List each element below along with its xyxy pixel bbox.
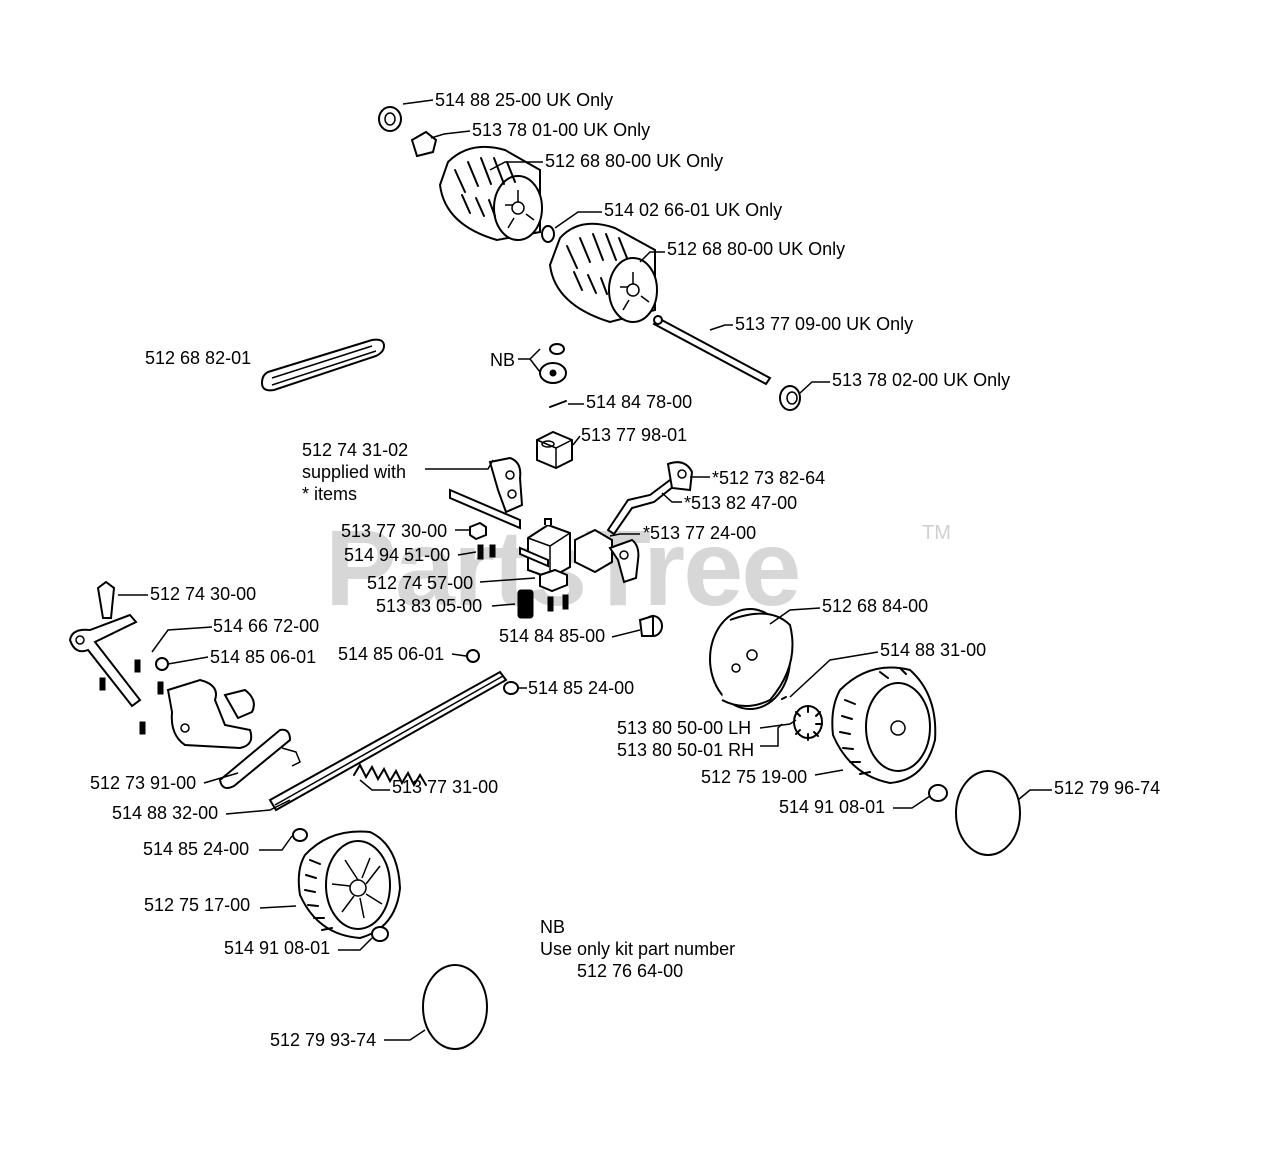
- label-513-82-47-00: *513 82 47-00: [684, 493, 798, 513]
- label-513-83-05-00: 513 83 05-00: [376, 596, 483, 616]
- leader-lines: [118, 99, 1052, 1041]
- drive-belt: [260, 338, 386, 392]
- coil-spring: [353, 762, 427, 788]
- label-514-85-24-00-b: 514 85 24-00: [143, 839, 250, 859]
- label-513-77-31-00: 513 77 31-00: [392, 777, 499, 797]
- label-514-91-08-01-a: 514 91 08-01: [779, 797, 886, 817]
- label-514-94-51-00: 514 94 51-00: [344, 545, 451, 565]
- shift-lever: [606, 461, 694, 536]
- watermark-trademark: TM: [922, 522, 951, 544]
- roller-2: [548, 222, 658, 324]
- label-513-80-50-00-lh: 513 80 50-00 LH: [617, 718, 752, 738]
- right-cover: [709, 608, 794, 710]
- sleeve: [638, 614, 663, 637]
- label-513-78-02-00: 513 78 02-00 UK Only: [832, 370, 1011, 390]
- note-instruction: Use only kit part number: [540, 939, 736, 959]
- washer-top: [378, 106, 402, 132]
- label-512-75-19-00: 512 75 19-00: [701, 767, 808, 787]
- label-512-68-82-01: 512 68 82-01: [145, 348, 252, 368]
- label-512-73-91-00: 512 73 91-00: [90, 773, 197, 793]
- end-cap: [779, 385, 801, 411]
- pin-small: [549, 400, 567, 408]
- label-nb: NB: [490, 350, 516, 370]
- label-514-84-85-00: 514 84 85-00: [499, 626, 606, 646]
- left-axle-frame: [68, 580, 255, 750]
- label-514-02-66-01: 514 02 66-01 UK Only: [604, 200, 783, 220]
- label-items: * items: [302, 484, 358, 504]
- label-513-80-50-01-rh: 513 80 50-01 RH: [617, 740, 755, 760]
- label-512-68-80-00-a: 512 68 80-00 UK Only: [545, 151, 724, 171]
- label-512-74-57-00: 512 74 57-00: [367, 573, 474, 593]
- label-514-85-06-01-b: 514 85 06-01: [338, 644, 445, 664]
- label-514-88-31-00: 514 88 31-00: [880, 640, 987, 660]
- label-513-77-24-00: *513 77 24-00: [643, 523, 757, 543]
- nb-gear: [518, 343, 567, 384]
- bushing-block: [536, 430, 573, 470]
- label-514-84-78-00: 514 84 78-00: [586, 392, 693, 412]
- label-513-77-30-00: 513 77 30-00: [341, 521, 448, 541]
- washer-mid: [541, 225, 555, 243]
- label-513-77-98-01: 513 77 98-01: [581, 425, 688, 445]
- label-512-74-31-02: 512 74 31-02: [302, 440, 409, 460]
- note-kit-number: 512 76 64-00: [577, 961, 684, 981]
- label-514-85-24-00-a: 514 85 24-00: [528, 678, 635, 698]
- left-hubcap: [422, 964, 488, 1050]
- right-hubcap: [955, 770, 1021, 856]
- roller-1: [438, 145, 543, 242]
- gearbox-assembly: [449, 456, 640, 612]
- left-wheel: [292, 828, 402, 942]
- label-513-77-09-00: 513 77 09-00 UK Only: [735, 314, 914, 334]
- label-512-75-17-00: 512 75 17-00: [144, 895, 251, 915]
- spring-black: [517, 589, 534, 619]
- clip-top: [410, 130, 438, 158]
- note-nb: NB: [540, 917, 566, 937]
- label-514-66-72-00: 514 66 72-00: [213, 616, 320, 636]
- right-gear: [781, 696, 823, 741]
- label-supplied-with: supplied with: [302, 462, 407, 482]
- label-512-79-93-74: 512 79 93-74: [270, 1030, 377, 1050]
- label-514-85-06-01-a: 514 85 06-01: [210, 647, 317, 667]
- label-512-74-30-00: 512 74 30-00: [150, 584, 257, 604]
- label-514-88-25-00: 514 88 25-00 UK Only: [435, 90, 614, 110]
- label-512-79-96-74: 512 79 96-74: [1054, 778, 1161, 798]
- label-514-88-32-00: 514 88 32-00: [112, 803, 219, 823]
- label-513-78-01-00: 513 78 01-00 UK Only: [472, 120, 651, 140]
- label-514-91-08-01-b: 514 91 08-01: [224, 938, 331, 958]
- axle-rod: [652, 315, 772, 386]
- right-wheel: [831, 666, 948, 802]
- label-512-68-84-00: 512 68 84-00: [822, 596, 929, 616]
- label-512-68-80-00-b: 512 68 80-00 UK Only: [667, 239, 846, 259]
- drive-rod: [268, 649, 519, 812]
- label-512-73-82-64: *512 73 82-64: [712, 468, 826, 488]
